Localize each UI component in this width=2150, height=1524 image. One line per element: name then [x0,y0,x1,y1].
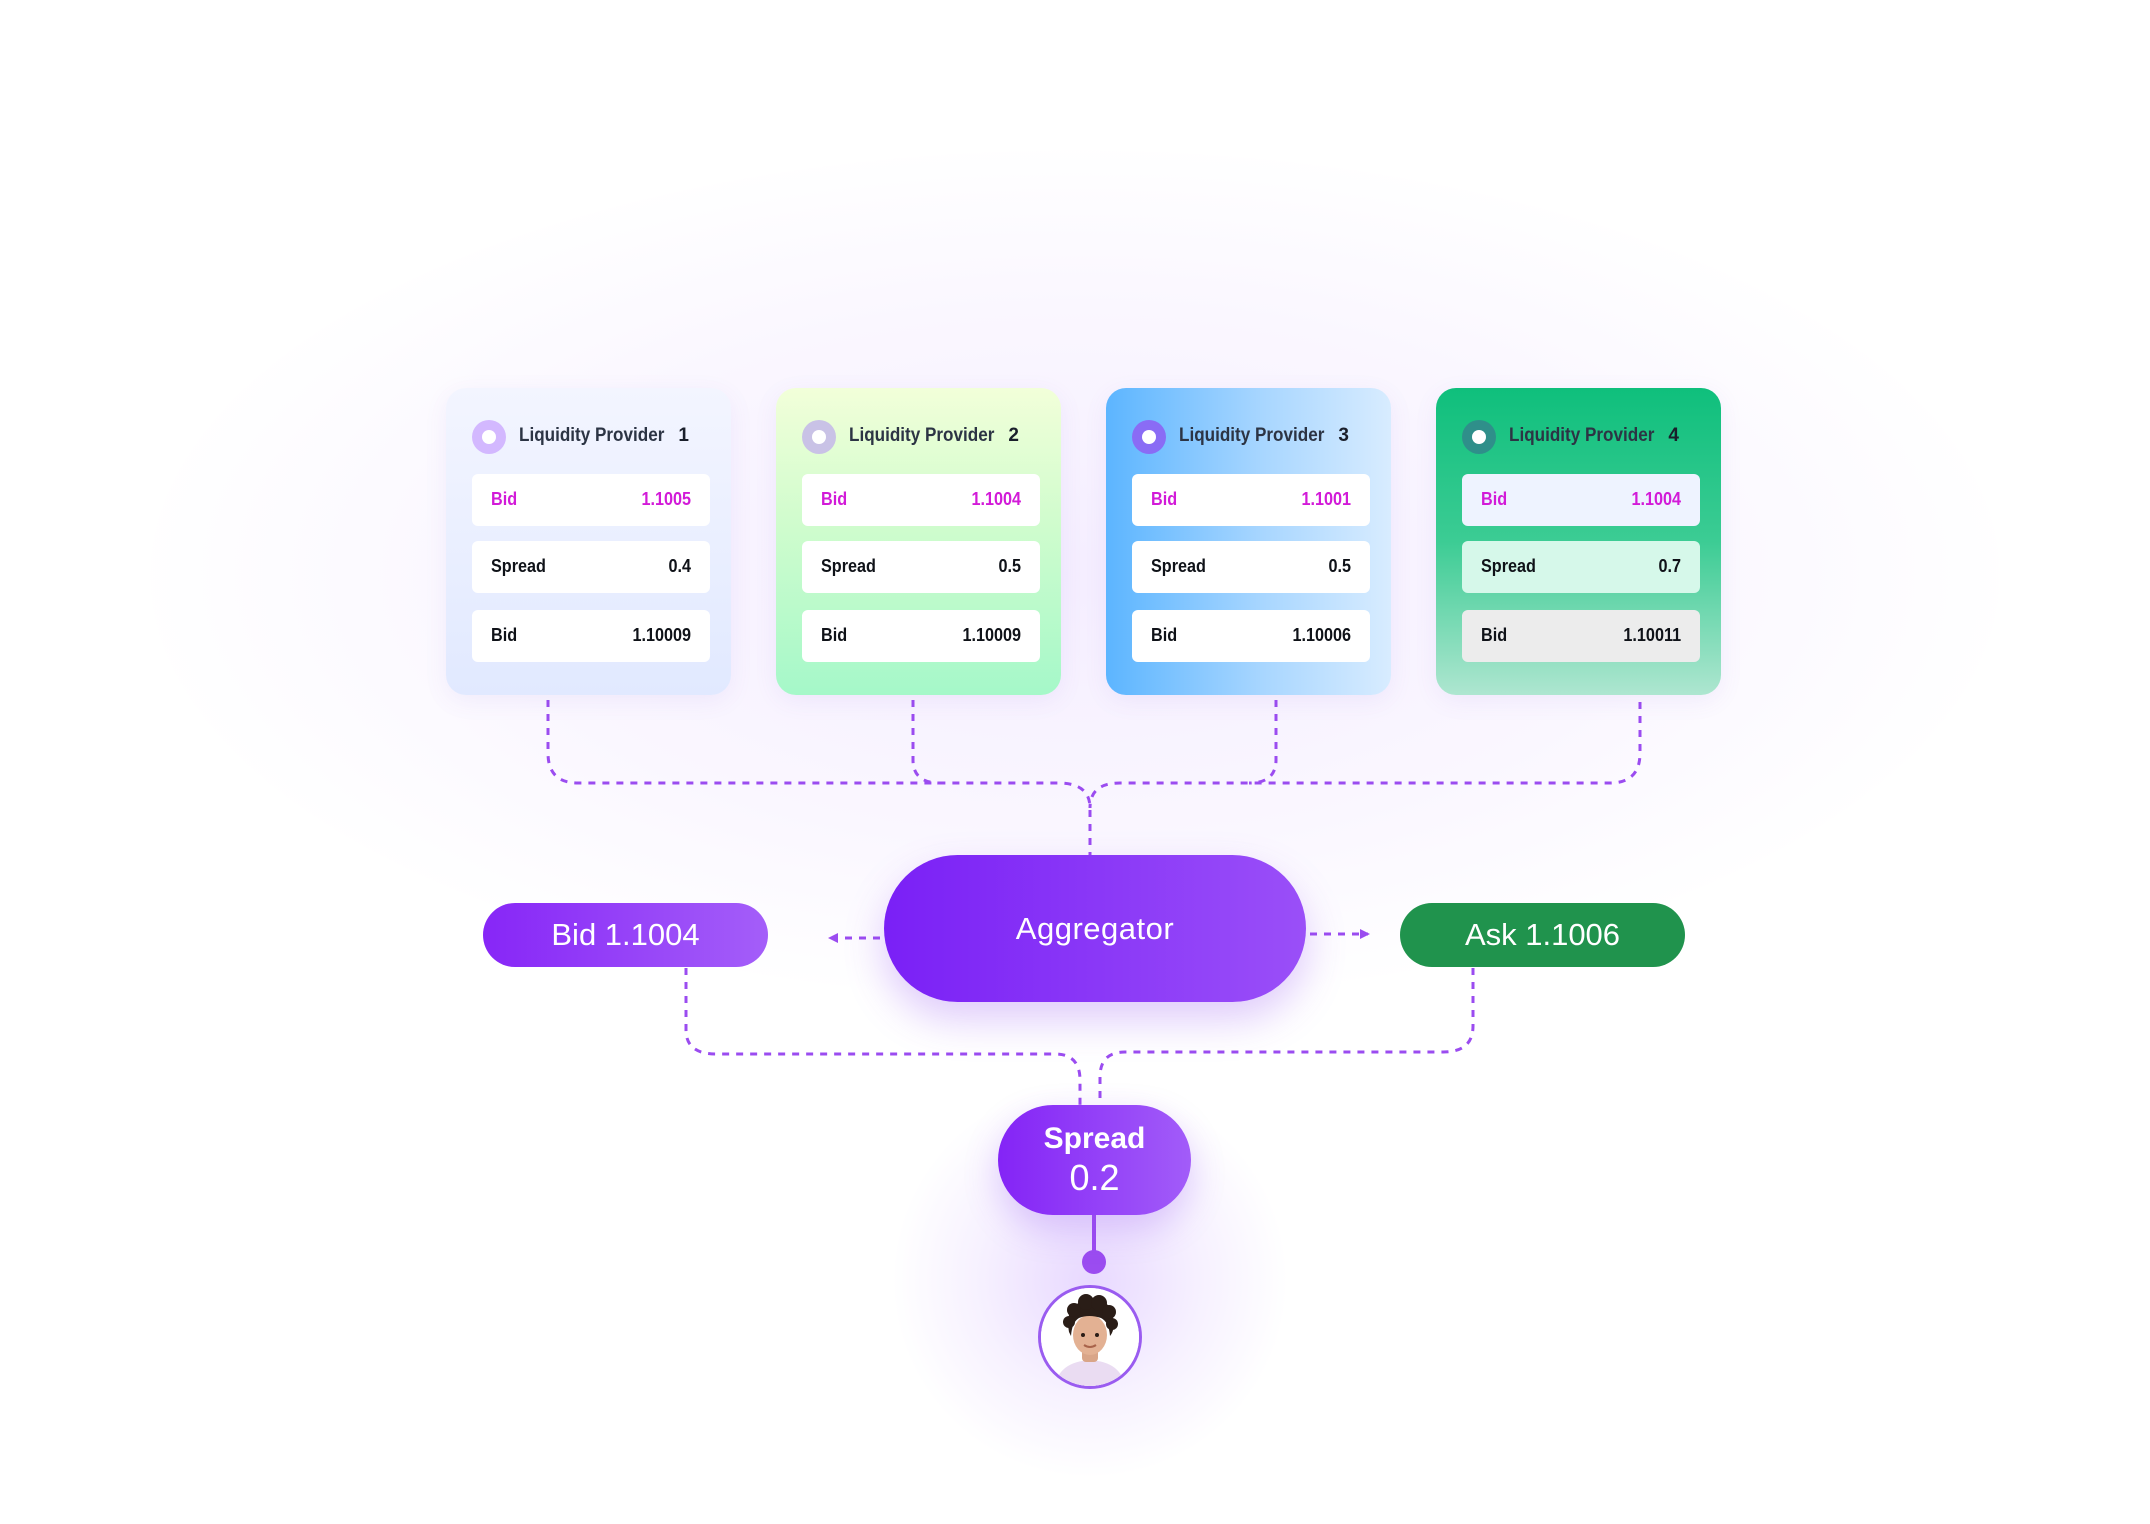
lp-number: 2 [1008,425,1019,446]
row-label: Bid [491,489,518,509]
lp-row-spread: Spread 0.4 [472,541,710,593]
row-value: 0.4 [668,556,691,576]
row-value: 0.7 [1658,556,1681,576]
lp-row-spread: Spread 0.5 [1132,541,1370,593]
spread-label: Spread [1043,1122,1146,1156]
provider-ring-icon [472,420,506,454]
connector-lp1 [546,700,1092,855]
lp-row-bid: Bid 1.1001 [1132,474,1370,526]
lp-title: Liquidity Provider [1179,425,1325,446]
lp-row-bid-2: Bid 1.10006 [1132,610,1370,662]
lp-header: Liquidity Provider 3 [1132,420,1361,454]
row-label: Spread [1151,556,1206,576]
liquidity-provider-card-2: Liquidity Provider 2 Bid 1.1004 Spread 0… [776,388,1061,695]
row-label: Bid [1481,489,1508,509]
row-value: 1.1001 [1301,489,1351,509]
connector-lp4 [1088,688,1642,809]
row-label: Bid [821,489,848,509]
row-value: 1.10006 [1292,625,1351,645]
row-label: Spread [1481,556,1536,576]
lp-row-bid: Bid 1.1004 [802,474,1040,526]
provider-ring-icon [1132,420,1166,454]
liquidity-provider-card-3: Liquidity Provider 3 Bid 1.1001 Spread 0… [1106,388,1391,695]
lp-row-bid: Bid 1.1004 [1462,474,1700,526]
provider-ring-icon [1462,420,1496,454]
spread-value: 0.2 [1069,1156,1120,1198]
connector-lp3 [1248,700,1278,785]
spread-node: Spread 0.2 [998,1105,1191,1215]
bid-result-pill: Bid 1.1004 [483,903,768,967]
lp-number: 4 [1668,425,1679,446]
lp-header: Liquidity Provider 2 [802,420,1031,454]
lp-row-bid-2: Bid 1.10009 [472,610,710,662]
lp-header: Liquidity Provider 1 [472,420,701,454]
row-value: 1.1004 [1631,489,1681,509]
user-avatar-icon [1038,1285,1142,1389]
row-value: 0.5 [998,556,1021,576]
lp-title: Liquidity Provider [519,425,665,446]
row-value: 1.10009 [962,625,1021,645]
provider-ring-icon [802,420,836,454]
row-label: Bid [491,625,518,645]
row-label: Spread [821,556,876,576]
row-label: Bid [821,625,848,645]
row-label: Bid [1151,625,1178,645]
row-value: 1.1004 [971,489,1021,509]
spread-to-user-dot [1082,1250,1106,1274]
row-label: Spread [491,556,546,576]
lp-row-spread: Spread 0.5 [802,541,1040,593]
lp-number: 1 [678,425,689,446]
lp-title: Liquidity Provider [1509,425,1655,446]
liquidity-provider-card-4: Liquidity Provider 4 Bid 1.1004 Spread 0… [1436,388,1721,695]
row-value: 1.10009 [632,625,691,645]
lp-header: Liquidity Provider 4 [1462,420,1691,454]
row-label: Bid [1151,489,1178,509]
connector-lp2 [911,700,941,785]
row-value: 1.10011 [1623,625,1681,645]
row-value: 1.1005 [641,489,691,509]
liquidity-provider-card-1: Liquidity Provider 1 Bid 1.1005 Spread 0… [446,388,731,695]
connector-ask-spread [1098,968,1475,1105]
lp-number: 3 [1338,425,1349,446]
lp-row-bid-2: Bid 1.10009 [802,610,1040,662]
connector-bid-spread [684,968,1082,1105]
row-label: Bid [1481,625,1508,645]
lp-row-bid: Bid 1.1005 [472,474,710,526]
aggregator-node: Aggregator [884,855,1306,1002]
ask-result-pill: Ask 1.1006 [1400,903,1685,967]
lp-row-bid-2: Bid 1.10011 [1462,610,1700,662]
row-value: 0.5 [1328,556,1351,576]
lp-row-spread: Spread 0.7 [1462,541,1700,593]
lp-title: Liquidity Provider [849,425,995,446]
